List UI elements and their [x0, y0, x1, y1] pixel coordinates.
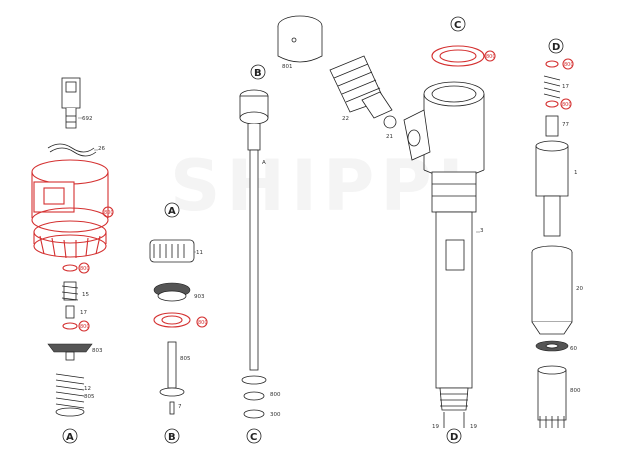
column-c-parts: 801 22 21: [277, 15, 397, 140]
part-label: 803: [92, 348, 103, 354]
part-label: 21: [386, 134, 393, 140]
part-label: 17: [562, 84, 569, 90]
part-label: 11: [196, 250, 203, 256]
red-callout: 800: [198, 320, 208, 326]
part-label: 692: [82, 116, 93, 122]
marker-label: C: [250, 432, 257, 443]
red-callout: 800: [564, 62, 574, 68]
column-b-parts: 11 903 805 7 800: [149, 239, 208, 415]
marker-label: D: [552, 42, 560, 53]
red-callout: 800: [80, 324, 90, 330]
part-label: 12: [84, 386, 91, 392]
part-label: 1: [574, 170, 578, 176]
marker-d-top: [548, 38, 564, 54]
red-callout: 800: [562, 102, 572, 108]
marker-label: A: [66, 432, 74, 443]
marker-c-bottom: [246, 428, 262, 444]
part-label: 800: [270, 392, 281, 398]
marker-label: D: [450, 432, 458, 443]
marker-b-top: [250, 64, 266, 80]
red-callout: 800: [80, 266, 90, 272]
red-callout: 800: [486, 54, 496, 60]
part-label: 20: [576, 286, 583, 292]
marker-a-bottom: [62, 428, 78, 444]
watermark: SHIPPI: [170, 145, 470, 227]
injector-body: 800 3 19 19: [403, 45, 496, 430]
red-callout: 800: [104, 210, 114, 216]
part-label: 805: [84, 394, 95, 400]
marker-a-mid: [164, 202, 180, 218]
part-label: A: [262, 160, 266, 166]
part-label: 3: [480, 228, 484, 234]
part-label: 300: [270, 412, 281, 418]
part-label: 805: [180, 356, 191, 362]
marker-label: C: [454, 20, 461, 31]
part-label: 77: [562, 122, 569, 128]
long-valve-tube: A 800 300: [239, 89, 281, 419]
part-label: 22: [342, 116, 349, 122]
part-label: 15: [82, 292, 89, 298]
part-label: 7: [178, 404, 182, 410]
marker-label: B: [254, 68, 262, 79]
part-label: 903: [194, 294, 205, 300]
column-d-parts: 800 800 17 77 1 20 60 800: [531, 58, 583, 428]
part-label: 17: [80, 310, 87, 316]
marker-d-bottom: [446, 428, 462, 444]
part-label: 800: [570, 388, 581, 394]
part-label: 19: [432, 424, 439, 430]
marker-label: A: [168, 206, 176, 217]
leader-lines: [78, 117, 480, 253]
marker-c-top: [450, 16, 466, 32]
marker-b-bottom: [164, 428, 180, 444]
part-label: 26: [98, 146, 105, 152]
marker-label: B: [168, 432, 176, 443]
part-label: 60: [570, 346, 577, 352]
section-markers: B C D A A B C D: [62, 16, 564, 444]
part-label: 801: [282, 64, 293, 70]
column-a-parts: 692 26 15 17 803 12 805 800 800 800: [31, 77, 114, 417]
part-label: 19: [470, 424, 477, 430]
